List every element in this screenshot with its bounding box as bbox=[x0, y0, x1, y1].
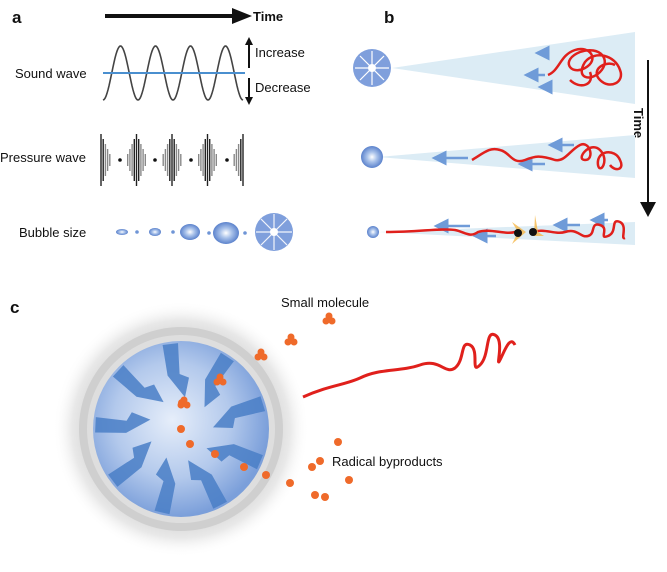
small-molecule-icon bbox=[260, 353, 268, 361]
radical-icon bbox=[240, 463, 248, 471]
stage-1 bbox=[353, 32, 635, 104]
radical-icon bbox=[334, 438, 342, 446]
small-molecule-icon bbox=[213, 378, 221, 386]
chain-end-radical bbox=[514, 229, 522, 237]
panel-b-letter: b bbox=[384, 8, 395, 27]
panel-a-time-label: Time bbox=[253, 9, 284, 24]
sound-wave bbox=[102, 45, 245, 101]
small-molecule-icon bbox=[328, 317, 336, 325]
time-arrow-b bbox=[640, 60, 656, 217]
implosion-arrows bbox=[95, 343, 266, 515]
radical-icon bbox=[321, 493, 329, 501]
small-molecule-label: Small molecule bbox=[281, 295, 370, 310]
radical-byproducts-label: Radical byproducts bbox=[332, 454, 443, 469]
polymer-partial-uncoil bbox=[471, 142, 623, 171]
small-molecule-icon bbox=[290, 338, 298, 346]
row-label-bubble-size: Bubble size bbox=[19, 225, 87, 240]
implosion-arrow bbox=[162, 343, 189, 398]
radical-icon bbox=[186, 440, 194, 448]
stage-2 bbox=[361, 135, 635, 178]
radical-byproducts bbox=[177, 399, 353, 501]
increase-label: Increase bbox=[255, 45, 305, 60]
small-molecule-icon bbox=[322, 317, 330, 325]
implosion-arrow bbox=[95, 412, 151, 433]
radical-icon bbox=[311, 491, 319, 499]
small-molecules bbox=[177, 312, 336, 409]
row-label-sound-wave: Sound wave bbox=[15, 66, 87, 81]
radical-icon bbox=[345, 476, 353, 484]
polymer-chain bbox=[302, 332, 517, 399]
polymer-fragment-right bbox=[531, 220, 626, 240]
small-molecule-icon bbox=[254, 353, 262, 361]
stage-3 bbox=[367, 212, 635, 245]
polymer-fragment-left bbox=[385, 228, 516, 236]
radical-icon bbox=[308, 463, 316, 471]
radical-icon bbox=[177, 425, 185, 433]
bubble-icon bbox=[353, 49, 391, 87]
implosion-arrow bbox=[112, 365, 164, 403]
radical-icon bbox=[316, 457, 324, 465]
bubble-size-sequence bbox=[116, 213, 293, 251]
row-label-pressure-wave: Pressure wave bbox=[0, 150, 86, 165]
implosion-arrow bbox=[213, 396, 266, 428]
small-molecule-icon bbox=[219, 378, 227, 386]
radical-icon bbox=[262, 471, 270, 479]
collapsing-bubble bbox=[53, 301, 309, 557]
panel-a-letter: a bbox=[12, 8, 22, 27]
implosion-arrow bbox=[206, 444, 263, 470]
polymer-coil bbox=[547, 47, 623, 87]
radical-icon bbox=[178, 399, 186, 407]
bubble-icon bbox=[367, 226, 379, 238]
increase-decrease-arrows bbox=[245, 37, 253, 105]
implosion-arrow bbox=[188, 460, 227, 509]
radical-icon bbox=[211, 450, 219, 458]
time-arrow-a bbox=[105, 8, 252, 24]
decrease-label: Decrease bbox=[255, 80, 311, 95]
chain-end-radical bbox=[529, 228, 537, 236]
pressure-wave bbox=[100, 134, 244, 186]
small-molecule-icon bbox=[284, 338, 292, 346]
implosion-arrow bbox=[108, 441, 152, 487]
radical-icon bbox=[286, 479, 294, 487]
bubble-icon bbox=[361, 146, 383, 168]
bubble-large-icon bbox=[255, 213, 293, 251]
panel-c-letter: c bbox=[10, 298, 20, 317]
implosion-arrow bbox=[154, 457, 176, 515]
